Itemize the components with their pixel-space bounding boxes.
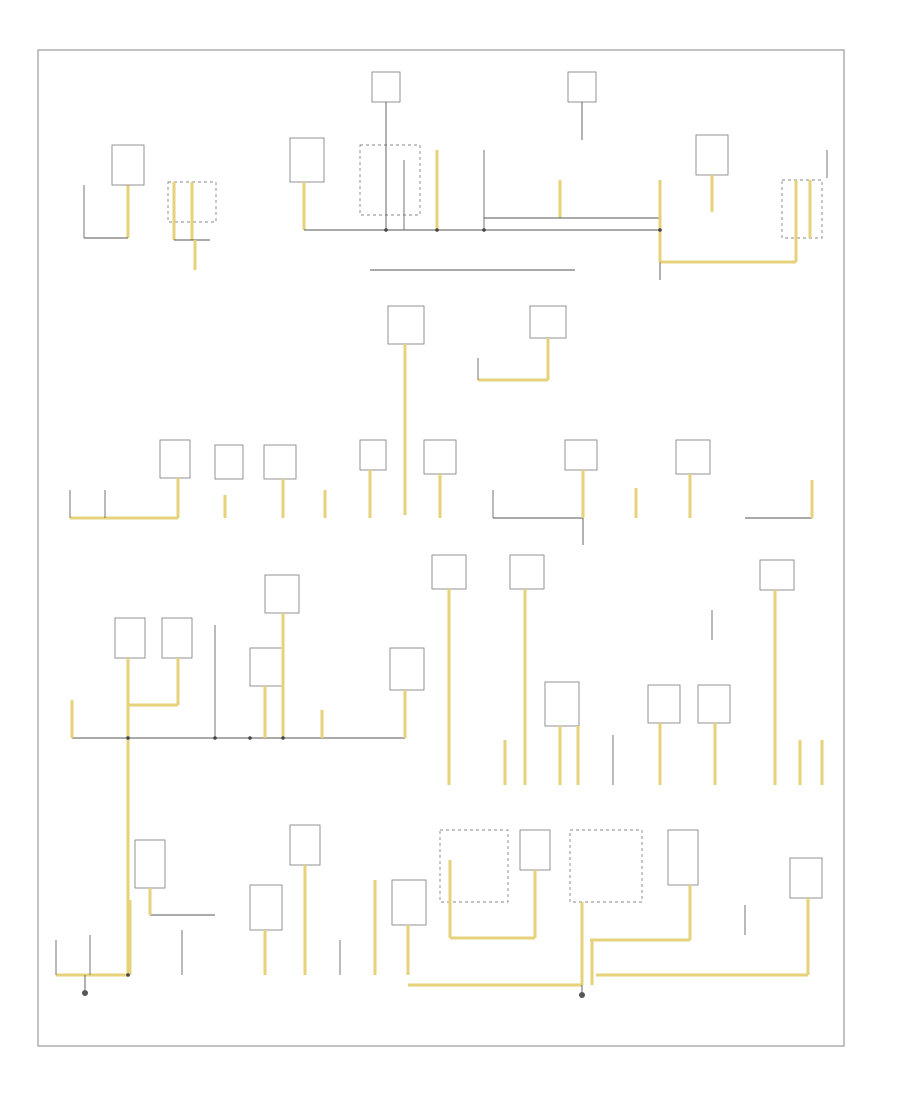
diagram-border — [37, 49, 845, 1047]
third-row-components — [69, 439, 814, 545]
fourth-row-components — [70, 554, 824, 975]
junction-dots — [126, 228, 662, 977]
top-row-components — [83, 71, 828, 280]
second-row-components — [370, 269, 575, 515]
bottom-row-components — [55, 824, 823, 998]
